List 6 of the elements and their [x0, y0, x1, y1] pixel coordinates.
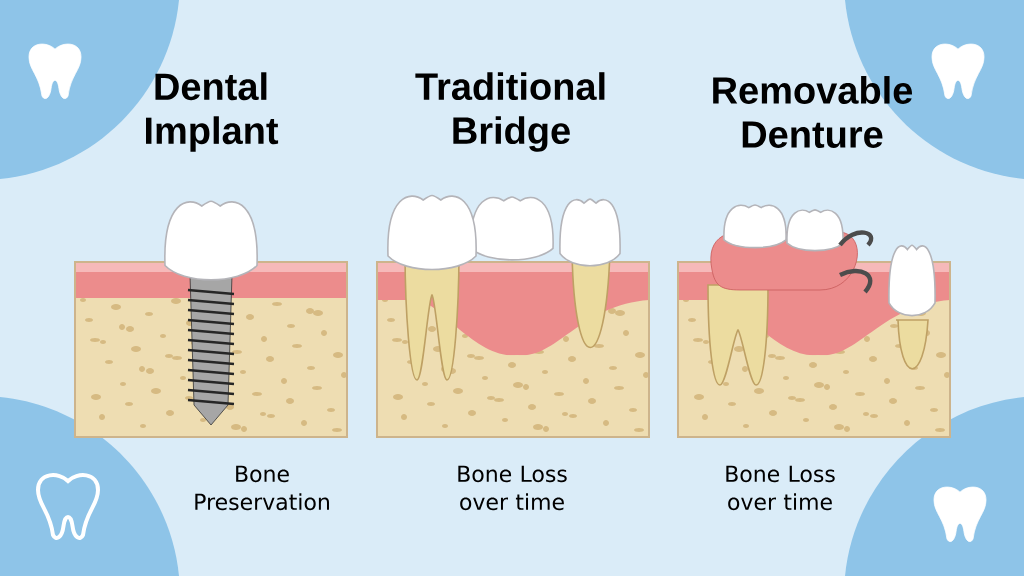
panel-caption: Bone Preservation	[195, 465, 329, 511]
panel-caption: Bone Loss over time	[458, 465, 567, 511]
panel-caption: Bone Loss over time	[726, 465, 835, 511]
panel-title: Removable Denture	[713, 76, 913, 148]
panel-title: Traditional Bridge	[415, 72, 605, 152]
panel-title: Dental Implant	[146, 72, 279, 152]
